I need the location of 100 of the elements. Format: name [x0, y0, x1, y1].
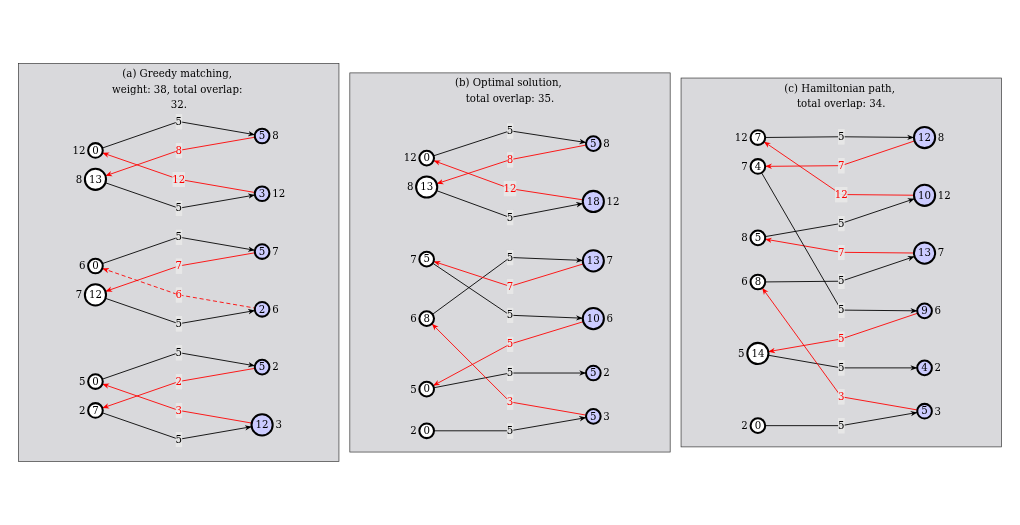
- node-circle: 5: [253, 127, 271, 145]
- node-circle: 4: [749, 158, 767, 175]
- node-circle: 5: [749, 229, 767, 247]
- node-circle: 3: [253, 185, 271, 203]
- edge-label: 3: [837, 390, 845, 403]
- node-circle: 5: [585, 364, 602, 382]
- node-note: 2: [934, 362, 942, 374]
- edge-label: 5: [837, 130, 845, 143]
- node-note: 2: [78, 404, 86, 416]
- edge-label: 7: [506, 280, 514, 293]
- node-circle: 18: [581, 189, 605, 214]
- node-note: 8: [937, 132, 945, 143]
- node-circle: 0: [749, 417, 767, 435]
- node-note: 2: [603, 367, 610, 379]
- edge-label: 5: [837, 217, 845, 230]
- node-note: 12: [734, 132, 748, 143]
- node-circle: 7: [749, 129, 767, 146]
- edge-label: 12: [834, 188, 848, 201]
- edge-label: 5: [506, 124, 514, 137]
- node-note: 12: [937, 189, 951, 201]
- node-circle: 8: [418, 310, 435, 327]
- node-note: 5: [78, 375, 86, 387]
- edge-label: 5: [837, 303, 845, 317]
- node-note: 6: [934, 305, 942, 317]
- node-circle: 2: [253, 301, 271, 318]
- node-note: 3: [934, 405, 942, 417]
- node-circle: 7: [87, 402, 104, 419]
- edge-label: 5: [506, 308, 514, 322]
- node-circle: 12: [250, 413, 274, 437]
- edge-label: 7: [837, 246, 845, 259]
- node-circle: 10: [912, 183, 937, 207]
- node-note: 7: [272, 245, 279, 257]
- node-note: 12: [272, 188, 286, 200]
- node-note: 6: [272, 303, 279, 315]
- node-note: 3: [275, 419, 282, 431]
- node-note: 7: [606, 255, 614, 267]
- edge-label: 5: [175, 433, 183, 446]
- node-note: 7: [741, 160, 748, 172]
- edge-label: 8: [175, 144, 183, 157]
- node-note: 12: [606, 195, 620, 207]
- edge-label: 6: [175, 288, 183, 301]
- node-note: 8: [406, 181, 414, 193]
- node-note: 12: [403, 152, 417, 164]
- node-circle: 5: [253, 243, 271, 260]
- edge-label: 5: [175, 317, 183, 330]
- edge-label: 5: [506, 424, 514, 437]
- node-note: 7: [75, 289, 83, 301]
- node-circle: 5: [585, 408, 602, 425]
- node-note: 3: [603, 410, 610, 422]
- node-circle: 9: [916, 302, 933, 320]
- node-note: 5: [410, 383, 417, 395]
- node-note: 6: [78, 260, 86, 272]
- node-note: 2: [272, 361, 279, 373]
- edge-label: 5: [506, 337, 514, 351]
- edge-label: 7: [175, 259, 183, 272]
- edge-label: 8: [506, 153, 514, 166]
- node-circle: 0: [87, 142, 104, 159]
- node-circle: 12: [83, 283, 108, 307]
- node-circle: 13: [912, 241, 937, 265]
- edge-label: 2: [175, 375, 183, 388]
- node-circle: 5: [916, 402, 933, 420]
- edge-label: 5: [506, 251, 514, 264]
- node-note: 5: [738, 347, 745, 359]
- node-circle: 0: [418, 149, 435, 167]
- edge-label: 5: [175, 230, 183, 244]
- node-note: 8: [603, 138, 610, 150]
- edge-label: 12: [503, 182, 517, 195]
- edge-label: 5: [837, 419, 845, 432]
- edge-label: 5: [837, 361, 845, 374]
- node-circle: 14: [746, 341, 770, 366]
- node-note: 8: [741, 232, 748, 244]
- node-note: 6: [410, 313, 417, 325]
- edge-label: 5: [506, 211, 514, 224]
- edge-label: 5: [837, 332, 845, 345]
- edge-label: 5: [837, 274, 845, 288]
- node-circle: 0: [87, 257, 104, 275]
- node-circle: 13: [83, 167, 108, 191]
- node-circle: 5: [585, 135, 602, 153]
- edge-label: 3: [506, 395, 514, 408]
- node-circle: 13: [415, 175, 439, 199]
- node-circle: 10: [581, 307, 605, 331]
- node-note: 8: [75, 173, 83, 185]
- node-note: 2: [741, 420, 748, 432]
- node-circle: 5: [418, 250, 435, 268]
- node-note: 2: [410, 425, 417, 437]
- edge-label: 5: [175, 346, 183, 359]
- edge-label: 5: [175, 201, 183, 215]
- edge-label: 12: [172, 173, 186, 186]
- node-circle: 12: [912, 126, 937, 150]
- node-note: 12: [72, 144, 86, 156]
- node-circle: 4: [916, 359, 933, 377]
- node-circle: 8: [749, 273, 767, 291]
- node-circle: 0: [418, 422, 435, 440]
- node-circle: 0: [418, 380, 435, 398]
- node-note: 6: [606, 313, 614, 325]
- edge-label: 7: [837, 159, 845, 172]
- node-note: 7: [410, 253, 417, 265]
- edge-label: 5: [506, 366, 514, 380]
- node-note: 7: [937, 247, 945, 259]
- node-circle: 5: [253, 358, 271, 376]
